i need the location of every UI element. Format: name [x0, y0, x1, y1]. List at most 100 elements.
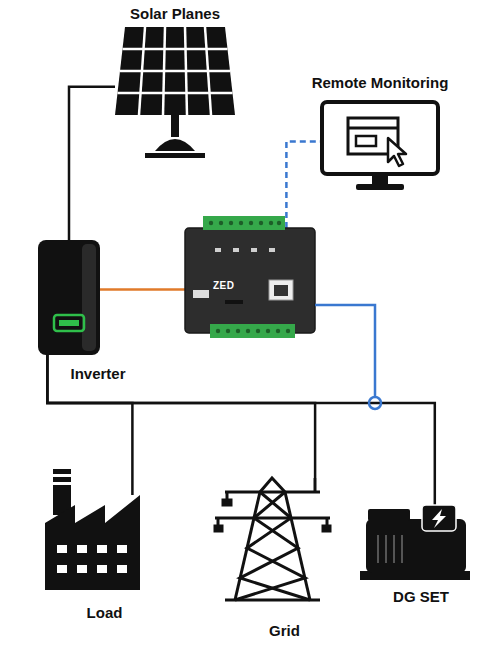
generator-label: DG SET [393, 588, 449, 606]
controller-node: ZED [185, 228, 315, 333]
wire-connector [47, 355, 435, 505]
controller-device-part-part [219, 221, 223, 225]
controller-device-part-part [233, 248, 239, 252]
wire-connector [286, 141, 320, 228]
controller-device-part [225, 300, 243, 304]
wire-connector [47, 355, 132, 495]
monitor-icon-part [322, 102, 438, 174]
wire-connector [69, 87, 115, 240]
inverter-icon-part [54, 315, 84, 331]
inverter-icon [38, 240, 100, 355]
factory-icon-part-part [57, 565, 67, 573]
generator-icon-part [432, 509, 446, 528]
controller-device-part [216, 329, 290, 333]
load-label: Load [87, 604, 123, 622]
controller-device-part-part [276, 329, 280, 333]
generator-icon-part-part [401, 535, 403, 563]
grid-label: Grid [269, 622, 300, 640]
solar-label: Solar Planes [130, 5, 220, 23]
transmission-tower-part [223, 500, 231, 505]
controller-device-part-part [236, 329, 240, 333]
controller-device-part-part [286, 329, 290, 333]
factory-icon-part-part [97, 565, 107, 573]
inverter-label: Inverter [70, 365, 125, 383]
solar-panel-icon-part [115, 27, 235, 115]
solar-panel-icon-part [155, 139, 195, 151]
monitor-icon-part [348, 127, 398, 130]
sensor-wire [315, 305, 375, 397]
factory-icon-part [57, 545, 127, 573]
factory-icon-part [53, 469, 71, 474]
controller-device-part [193, 290, 209, 298]
controller-device-part-part [226, 329, 230, 333]
controller-device-part-part [249, 221, 253, 225]
monitor-icon [322, 102, 438, 190]
controller-device-part-part [256, 329, 260, 333]
generator-icon-part [378, 535, 402, 563]
controller-device-part [185, 228, 315, 333]
transmission-tower [215, 478, 330, 600]
factory-icon-part-part [77, 545, 87, 553]
generator-icon-part-part [377, 535, 379, 563]
generator-icon-part-part [385, 535, 387, 563]
generator-icon-part [422, 505, 456, 531]
solar-node: Solar Planes [115, 27, 235, 160]
wire-connector [47, 355, 315, 478]
generator-icon-part-part [393, 535, 395, 563]
generator-node: DG SET [360, 505, 470, 580]
controller-device-part-part [216, 329, 220, 333]
controller-device-part [203, 216, 285, 230]
controller-device-part-part [251, 248, 257, 252]
controller-device-part-part [277, 221, 281, 225]
controller-device-part-part [209, 221, 213, 225]
transmission-tower-part [225, 491, 320, 494]
factory-icon-part-part [77, 565, 87, 573]
transmission-tower-part [323, 526, 330, 531]
solar-panel-icon-part [171, 115, 179, 137]
inverter-icon-part [38, 240, 100, 355]
controller-device [185, 216, 315, 338]
monitor-icon-part [356, 136, 376, 146]
transmission-tower-part [225, 599, 320, 602]
load-node: Load [45, 495, 140, 590]
transmission-tower-part [314, 478, 317, 492]
factory-icon-part [45, 495, 140, 590]
factory-icon-part [53, 477, 71, 482]
wire-connector [100, 288, 185, 291]
transmission-tower-part [215, 517, 330, 520]
controller-device-part-part [229, 221, 233, 225]
monitor-icon-part [372, 174, 388, 184]
solar-panel-icon-part-part [118, 92, 233, 95]
monitor-icon-part [356, 184, 404, 190]
controller-device-part-part [239, 221, 243, 225]
solar-panel-icon-part-part [123, 48, 228, 51]
controller-device-part-part [266, 329, 270, 333]
solar-panel-icon-part [118, 27, 233, 115]
controller-device-part [215, 248, 275, 252]
monitoring-node: Remote Monitoring [320, 100, 440, 192]
solar-panel-icon-part [145, 153, 205, 158]
monitor-icon-part [388, 138, 406, 166]
factory-icon-part-part [117, 545, 127, 553]
transmission-tower-part [260, 478, 285, 492]
controller-device-part-part [269, 248, 275, 252]
controller-device-part [209, 221, 281, 225]
transmission-tower-part [215, 526, 222, 531]
grid-node: Grid [215, 478, 330, 600]
controller-device-part [210, 324, 295, 338]
factory-icon [45, 469, 140, 590]
solar-panel-icon [115, 27, 235, 158]
solar-panel-icon-part-part [120, 70, 230, 73]
inverter-node: Inverter [38, 240, 100, 355]
controller-device-part [274, 285, 288, 296]
controller-device-part [269, 280, 293, 300]
transmission-tower-part [240, 492, 310, 600]
monitoring-label: Remote Monitoring [312, 74, 449, 92]
generator-icon [360, 505, 470, 580]
generator-icon-part [368, 509, 410, 521]
factory-icon-part-part [117, 565, 127, 573]
current-sensor [369, 397, 381, 409]
factory-icon-part-part [97, 545, 107, 553]
